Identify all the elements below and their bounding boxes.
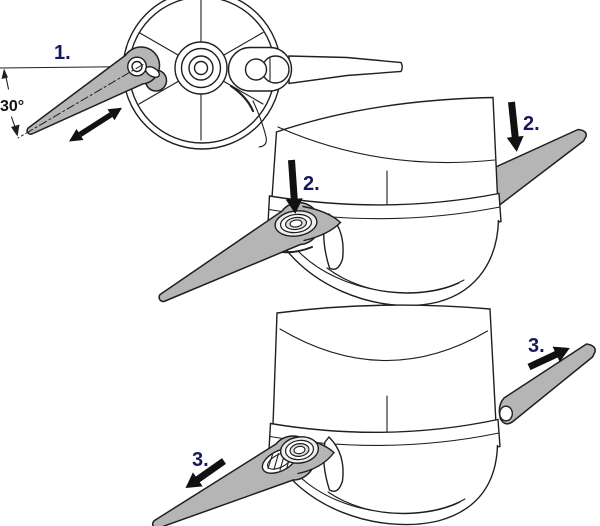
move-blade-arrow-icon (69, 107, 122, 142)
figure-step3-remove: 3. 3. (151, 304, 596, 526)
angle-dimension: 30° (0, 68, 24, 137)
disc-spokes (138, 0, 264, 141)
insert-arrow-right-icon (506, 101, 524, 152)
figure-step1-top-view: 30° 1. (0, 0, 403, 150)
step-2-left-label: 2. (303, 173, 320, 195)
disc-seat-edge (229, 84, 255, 113)
step-2-right-label: 2. (523, 113, 540, 135)
mowing-head-body (268, 304, 501, 526)
step-3-left-label: 3. (192, 449, 209, 471)
disc-tab (252, 100, 267, 148)
cutting-blade-top-view (17, 46, 168, 139)
insert-arrow-left-icon (285, 159, 303, 214)
left-blade-removing (151, 435, 335, 526)
mowing-head-body (267, 96, 502, 307)
disc-hub (174, 41, 228, 95)
opposite-blade (288, 55, 403, 85)
figure-step2-insert: 2. 2. (158, 96, 587, 307)
mount-grommet (279, 436, 320, 464)
mount-hole (244, 58, 268, 81)
step-3-right-label: 3. (528, 335, 545, 357)
blade-centerline (17, 64, 144, 139)
opposite-blade-mount (227, 46, 403, 92)
remove-arrow-right-icon (527, 346, 570, 371)
right-blade-removing (498, 343, 596, 425)
blade-keyhole-slot (144, 66, 161, 78)
blade-hole (499, 405, 514, 422)
dome-seam (279, 328, 489, 362)
blade-body (498, 343, 596, 425)
mount-grommet (274, 210, 318, 237)
trimmer-head-disc (122, 0, 282, 150)
angle-arrow-down-icon (11, 124, 20, 137)
blade-wing (302, 205, 342, 242)
angle-label: 30° (0, 98, 24, 115)
step-1-label: 1. (54, 42, 71, 64)
right-blade (486, 128, 587, 210)
left-blade-mounted (158, 201, 342, 303)
remove-arrow-left-icon (185, 458, 227, 488)
angle-arrow-up-icon (1, 68, 8, 79)
dome-seam (277, 126, 496, 164)
